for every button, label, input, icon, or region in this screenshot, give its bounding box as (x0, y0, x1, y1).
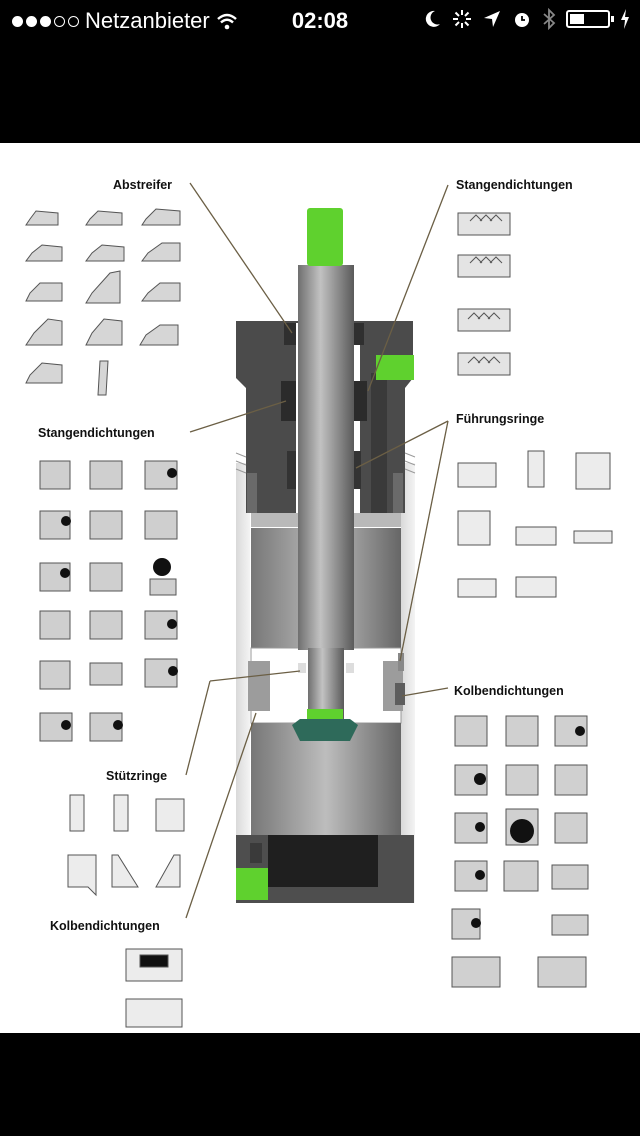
status-time: 02:08 (291, 8, 349, 33)
wiper-profiles (25, 208, 181, 396)
wifi-icon (216, 13, 237, 30)
charging-icon (621, 9, 629, 29)
status-bar: Netzanbieter 02:08 (0, 0, 640, 40)
piston-seal (395, 683, 405, 705)
signal-strength-icon (12, 15, 79, 27)
label-fuehrungsringe: Führungsringe (456, 412, 545, 426)
battery-icon (566, 10, 614, 28)
status-left: Netzanbieter (12, 8, 238, 34)
location-icon (484, 11, 500, 27)
seal-diagram-image: Abstreifer Stangendichtungen Stangendich… (0, 143, 640, 1033)
alarm-icon (515, 13, 529, 27)
piston-support-ring (248, 661, 270, 711)
piston-rod (298, 265, 354, 650)
label-abstreifer: Abstreifer (113, 178, 173, 192)
label-stangendichtungen-right: Stangendichtungen (456, 178, 573, 192)
fuehrungsringe-profiles (457, 450, 613, 598)
activity-icon (453, 10, 471, 28)
stangendichtungen-profiles-right (457, 212, 511, 376)
wiper-seal (284, 323, 296, 345)
guide-ring (287, 451, 296, 489)
green-port-base (236, 868, 268, 900)
carrier-name: Netzanbieter (85, 8, 210, 33)
moon-icon (425, 10, 440, 27)
cylinder-wall-left (236, 463, 250, 903)
status-right (422, 8, 630, 30)
piston-nut (292, 719, 358, 741)
rod-seal (281, 381, 296, 421)
green-port (376, 355, 414, 380)
stangendichtungen-profiles-left (39, 460, 178, 742)
label-kolbendichtungen-right: Kolbendichtungen (454, 684, 564, 698)
kolbendichtungen-profiles-right (451, 715, 589, 988)
rod-end-green (307, 208, 343, 266)
stuetzringe-profiles (67, 794, 185, 897)
kolbendichtungen-profiles-left (125, 948, 183, 1028)
cylinder-head (236, 321, 413, 513)
label-kolbendichtungen-left: Kolbendichtungen (50, 919, 160, 933)
label-stuetzringe: Stützringe (106, 769, 168, 783)
cylinder-cutaway-drawing (25, 182, 613, 1028)
bluetooth-icon (543, 8, 556, 30)
label-stangendichtungen-left: Stangendichtungen (38, 426, 155, 440)
cylinder-wall-right (401, 463, 415, 903)
